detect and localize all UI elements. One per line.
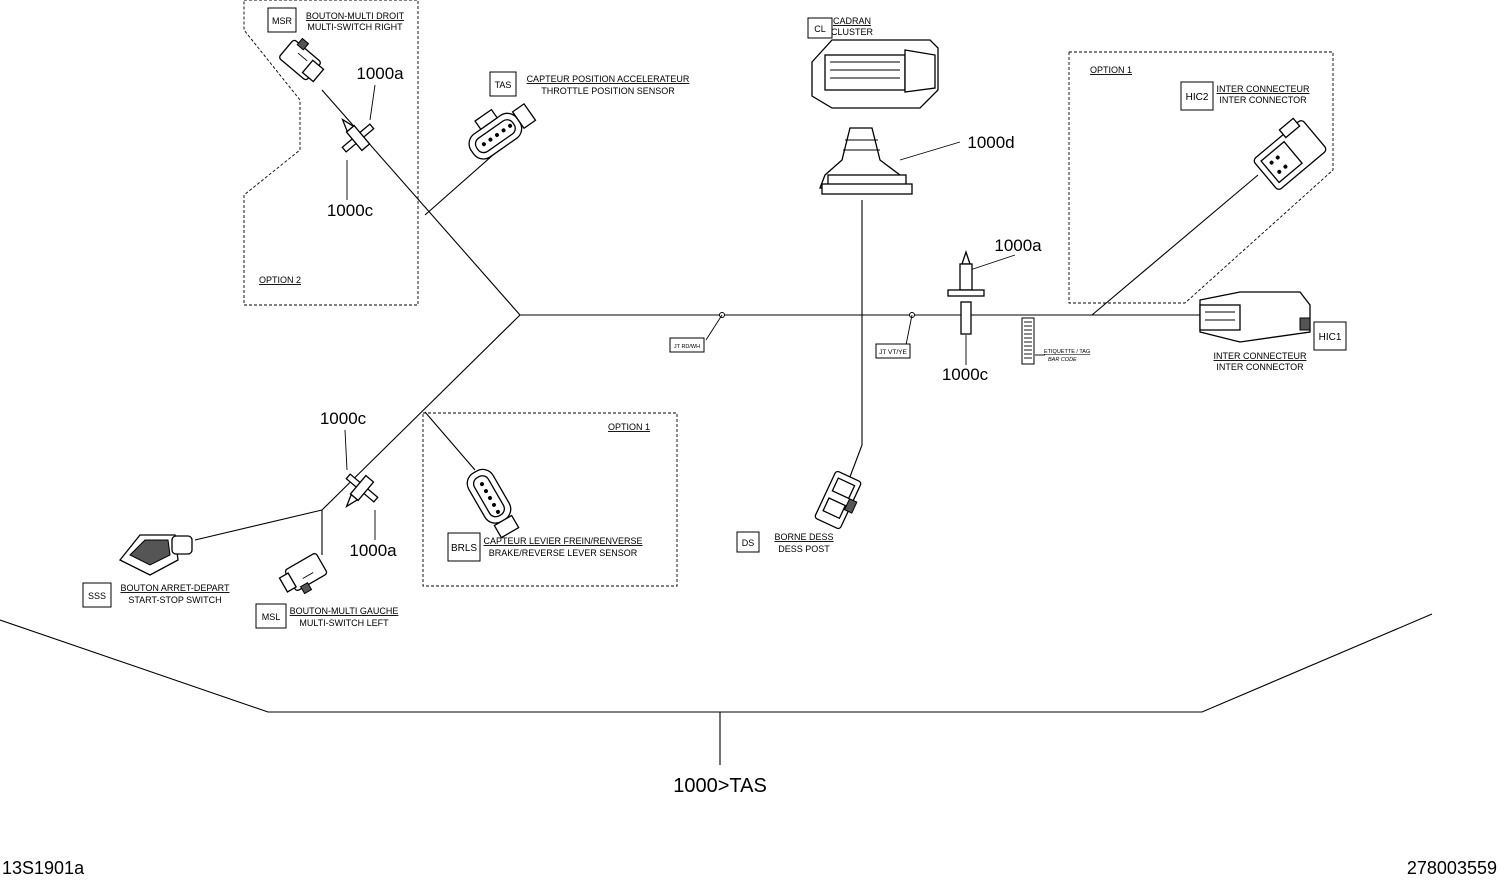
brls-name-fr: CAPTEUR LEVIER FREIN/RENVERSE	[483, 536, 642, 546]
callout-1000a-left: 1000a	[349, 541, 397, 560]
clip-1000a-left-icon	[345, 473, 379, 508]
option1-hic2-label: OPTION 1	[1090, 65, 1132, 75]
cl-code: CL	[814, 24, 826, 34]
msr-name-fr: BOUTON-MULTI DROIT	[306, 11, 405, 21]
sss-name-fr: BOUTON ARRET-DEPART	[120, 583, 230, 593]
barcode-tag-en: BAR CODE	[1048, 357, 1077, 363]
brls-code: BRLS	[451, 543, 477, 554]
option1-brls-label: OPTION 1	[608, 422, 650, 432]
msr-code: MSR	[272, 16, 293, 26]
hic1-name-en: INTER CONNECTOR	[1216, 362, 1304, 372]
callout-1000c-msr: 1000c	[327, 201, 374, 220]
cluster-connector-icon	[811, 39, 939, 109]
ds-name-fr: BORNE DESS	[774, 532, 833, 542]
grommet-1000d-icon	[819, 127, 913, 195]
option2-enclosure	[243, 0, 419, 306]
hic2-name-fr: INTER CONNECTEUR	[1216, 84, 1310, 94]
tas-code: TAS	[495, 80, 512, 90]
hic2-branch-wire	[1091, 174, 1259, 316]
brls-name-en: BRAKE/REVERSE LEVER SENSOR	[489, 548, 638, 558]
ds-code: DS	[742, 538, 755, 548]
callout-1000a-msr: 1000a	[356, 64, 404, 83]
option2-label: OPTION 2	[259, 275, 301, 285]
hic2-code: HIC2	[1186, 92, 1209, 103]
dess-connector-icon	[814, 470, 862, 530]
ds-name-en: DESS POST	[778, 544, 830, 554]
drawing-id-right: 278003559	[1407, 858, 1497, 878]
tas-connector-icon	[468, 102, 537, 160]
sss-code: SSS	[88, 591, 106, 601]
callout-1000a-right: 1000a	[994, 236, 1042, 255]
msl-connector-icon	[278, 553, 328, 595]
msr-connector-icon	[279, 37, 325, 83]
option1-hic2-enclosure	[1068, 51, 1334, 304]
sss-switch-icon	[118, 534, 193, 576]
splice-rd-wh-label: JT RD/WH	[674, 344, 700, 350]
tas-name-fr: CAPTEUR POSITION ACCELERATEUR	[527, 74, 690, 84]
msl-code: MSL	[262, 612, 281, 622]
hic2-name-en: INTER CONNECTOR	[1219, 95, 1307, 105]
brls-connector-icon	[466, 468, 520, 539]
hic1-code: HIC1	[1319, 332, 1342, 343]
clip-1000a-right-icon	[947, 249, 985, 335]
hic1-connector-icon	[1199, 291, 1311, 343]
msr-name-en: MULTI-SWITCH RIGHT	[307, 22, 403, 32]
hic2-connector-icon	[1253, 117, 1327, 190]
callout-1000c-left: 1000c	[320, 409, 367, 428]
harness-bracket	[0, 613, 1433, 713]
clip-1000a-msr-icon	[341, 118, 375, 153]
splice-vt-ye-label: JT VT/YE	[879, 349, 907, 356]
sss-name-en: START-STOP SWITCH	[128, 595, 221, 605]
barcode-tag-fr: ETIQUETTE / TAG	[1044, 349, 1090, 355]
hic1-name-fr: INTER CONNECTEUR	[1213, 351, 1307, 361]
cl-name-fr: CADRAN	[833, 16, 871, 26]
drawing-id-left: 13S1901a	[2, 858, 85, 878]
msl-name-en: MULTI-SWITCH LEFT	[299, 618, 389, 628]
callout-1000c-right: 1000c	[942, 365, 989, 384]
callout-1000d: 1000d	[967, 133, 1014, 152]
barcode-tag-icon	[1021, 317, 1035, 365]
option1-brls-enclosure	[422, 412, 678, 587]
brls-branch-wire	[424, 411, 476, 471]
tas-name-en: THROTTLE POSITION SENSOR	[541, 86, 675, 96]
sss-branch-wire	[194, 509, 323, 541]
cl-name-en: CLUSTER	[831, 27, 874, 37]
msl-name-fr: BOUTON-MULTI GAUCHE	[290, 606, 399, 616]
callout-main-harness: 1000>TAS	[673, 775, 767, 797]
